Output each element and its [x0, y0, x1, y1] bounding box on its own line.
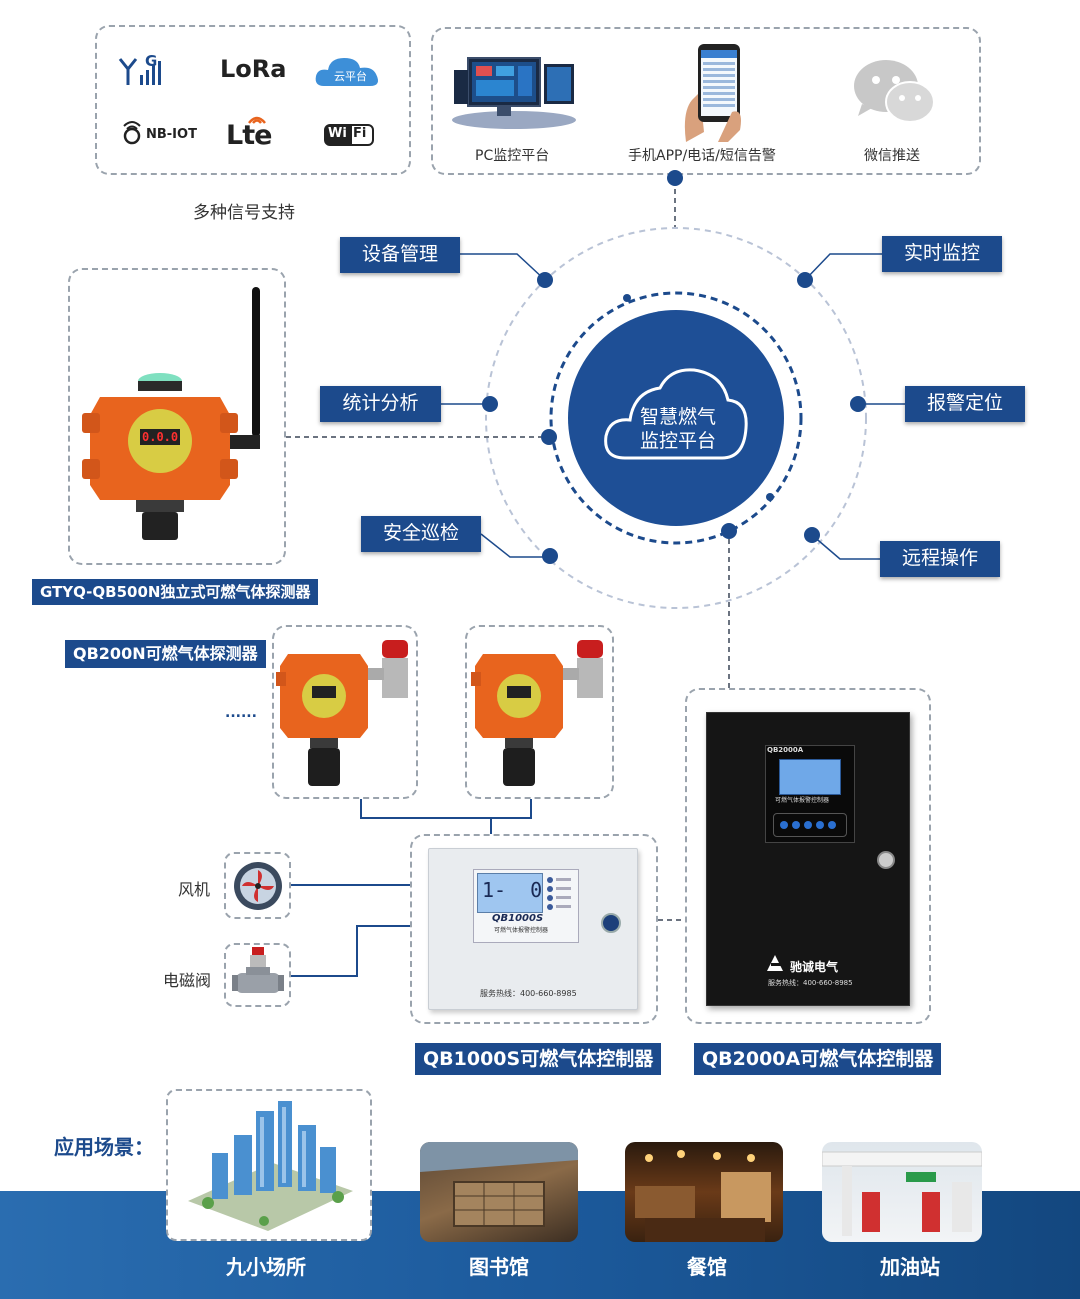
nb-iot-icon	[121, 118, 143, 146]
qb1000s-subtitle: 可燃气体报警控制器	[494, 927, 549, 934]
terminal-box	[431, 27, 981, 175]
terminal-app-label: 手机APP/电话/短信告警	[628, 148, 776, 164]
feature-device-management[interactable]: 设备管理	[340, 237, 460, 273]
signal-wi-label: Wi	[328, 126, 347, 141]
scene-label-small-venues: 九小场所	[226, 1255, 306, 1279]
scene-city-image	[166, 1089, 372, 1241]
qb2000a-label: QB2000A可燃气体控制器	[694, 1043, 942, 1075]
qb200n-detector-image-1	[276, 638, 416, 790]
pc-monitor-image	[452, 50, 577, 130]
qb2000a-subtitle: 可燃气体报警控制器	[775, 797, 830, 804]
signal-lte-label: Lte	[226, 120, 272, 151]
qb2000a-controller-image	[706, 712, 910, 1006]
feature-alarm-location[interactable]: 报警定位	[905, 386, 1025, 422]
qb2000a-logo-icon	[765, 953, 785, 973]
fan-icon	[232, 860, 284, 912]
gtyq-detector-box	[68, 268, 286, 565]
feature-realtime-monitoring[interactable]: 实时监控	[882, 236, 1002, 272]
feature-statistics[interactable]: 统计分析	[320, 386, 441, 422]
gtyq-detector-image	[80, 285, 270, 545]
terminal-pc-label: PC监控平台	[475, 148, 550, 164]
qb1000s-screen-text: 1- 0	[482, 878, 543, 902]
valve-label: 电磁阀	[163, 971, 212, 990]
lte-signal-icon	[245, 110, 269, 124]
scene-label-restaurant: 餐馆	[687, 1255, 727, 1279]
qb200n-ellipsis: ......	[225, 705, 257, 721]
gtyq-display-value: 0.0.0	[142, 430, 179, 444]
fan-box	[224, 852, 291, 919]
wechat-icon	[852, 58, 936, 124]
qb1000s-box	[410, 834, 658, 1024]
qb200n-detector-box-2	[465, 625, 614, 799]
qb2000a-brand: 驰诚电气	[790, 960, 839, 974]
fan-label: 风机	[178, 880, 211, 899]
signal-support-box	[95, 25, 411, 175]
scene-restaurant-image	[625, 1142, 783, 1242]
qb1000s-lcd	[477, 873, 543, 913]
signal-g-label: G	[145, 52, 158, 70]
signal-nbiot-label: NB-IOT	[146, 127, 197, 142]
qb200n-detector-label: QB200N可燃气体探测器	[65, 640, 266, 668]
terminal-wechat-label: 微信推送	[864, 148, 920, 164]
feature-safety-inspection[interactable]: 安全巡检	[361, 516, 481, 552]
antenna-signal-icon	[118, 55, 173, 87]
qb2000a-model-text: QB2000A	[767, 746, 804, 754]
platform-title-line2: 监控平台	[639, 430, 716, 452]
qb2000a-box	[685, 688, 931, 1024]
qb1000s-brand: QB1000S	[492, 913, 544, 924]
qb2000a-lcd	[779, 759, 841, 795]
phone-app-image	[678, 42, 748, 142]
signal-lora-label: LoRa	[220, 55, 287, 83]
solenoid-valve-icon	[232, 947, 284, 1003]
scene-library-image	[420, 1142, 578, 1242]
feature-remote-operation[interactable]: 远程操作	[880, 541, 1000, 577]
qb200n-detector-image-2	[471, 638, 611, 790]
qb1000s-label: QB1000S可燃气体控制器	[415, 1043, 662, 1075]
cloud-platform-icon	[312, 52, 384, 90]
signal-cloud-label: 云平台	[334, 70, 367, 83]
qb1000s-controller-image	[428, 848, 638, 1010]
qb2000a-hotline: 服务热线：400-660-8985	[768, 979, 853, 987]
gtyq-detector-label: GTYQ-QB500N独立式可燃气体探测器	[32, 579, 319, 605]
scene-gas-station-image	[822, 1142, 982, 1242]
scene-label-library: 图书馆	[469, 1255, 529, 1279]
qb200n-detector-box-1	[272, 625, 418, 799]
wifi-badge	[324, 124, 374, 146]
platform-title-line1: 智慧燃气	[639, 406, 716, 428]
scene-label-gas-station: 加油站	[880, 1255, 940, 1279]
scenes-title: 应用场景：	[54, 1135, 154, 1159]
qb1000s-hotline: 服务热线：400-660-8985	[480, 989, 577, 998]
signal-fi-label: Fi	[353, 126, 367, 141]
signal-support-caption: 多种信号支持	[193, 203, 295, 223]
valve-box	[224, 943, 291, 1007]
